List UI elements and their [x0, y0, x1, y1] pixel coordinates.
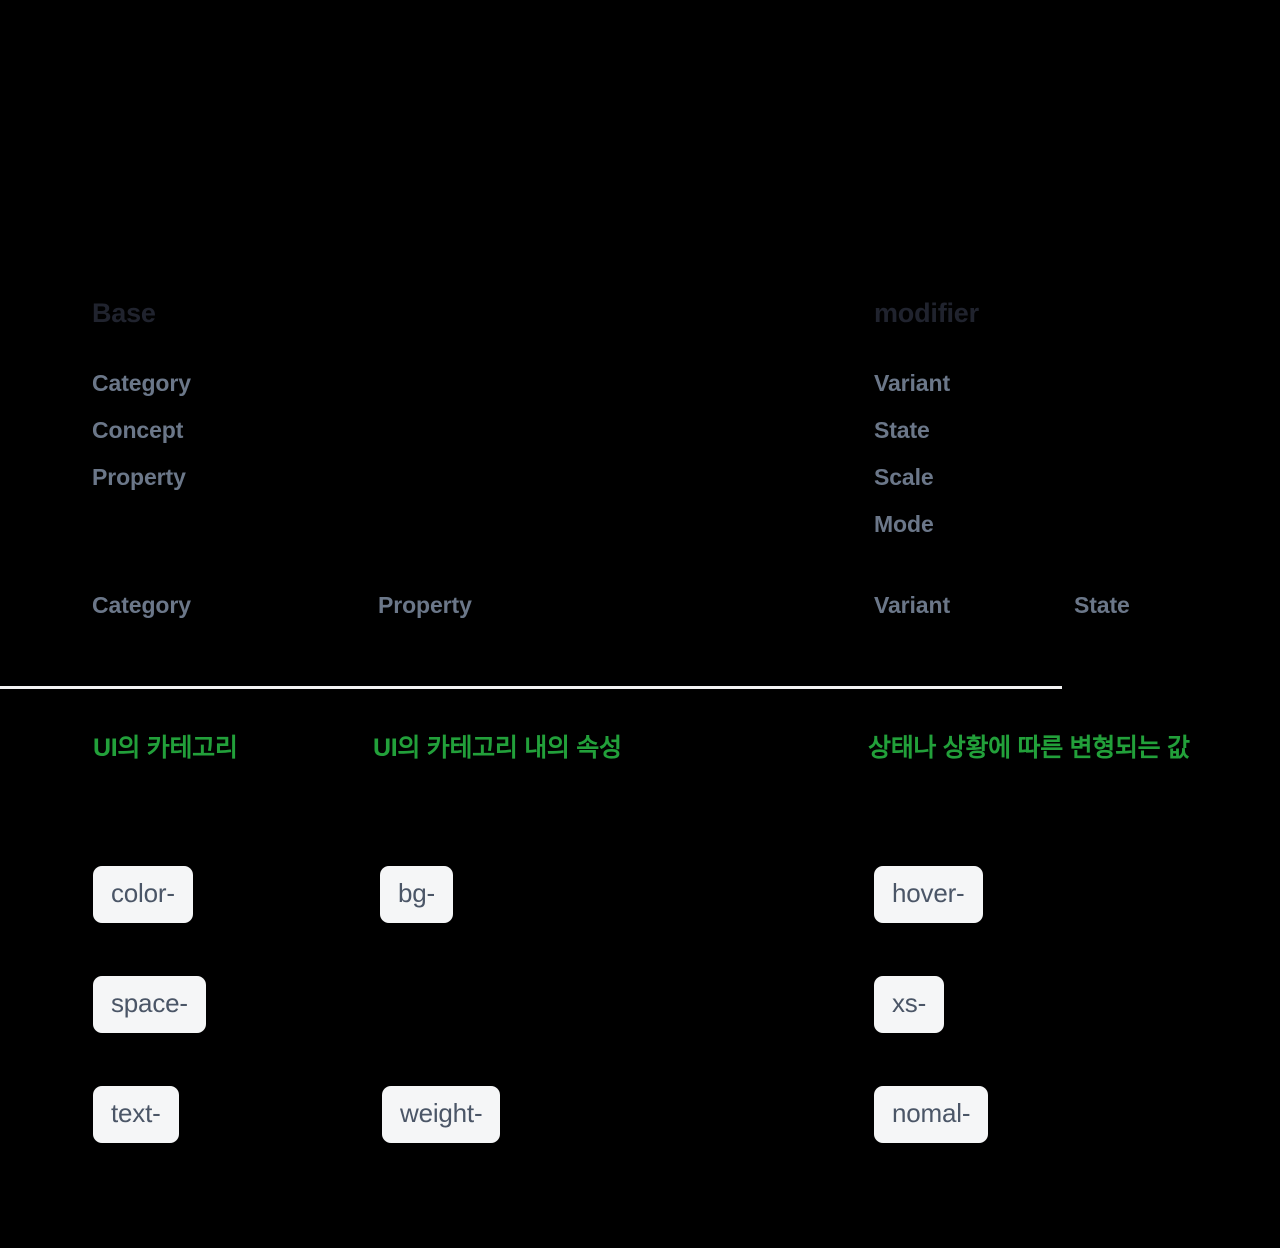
- caption-category: UI의 카테고리: [93, 734, 238, 762]
- column-header-category: Category: [92, 592, 191, 618]
- token-pill-weight[interactable]: weight-: [382, 1086, 501, 1143]
- token-pill-xs[interactable]: xs-: [874, 976, 945, 1033]
- base-term-category: Category: [92, 370, 191, 396]
- token-pill-space[interactable]: space-: [93, 976, 206, 1033]
- column-header-variant: Variant: [874, 592, 951, 618]
- column-header-state: State: [1074, 592, 1130, 618]
- base-term-concept: Concept: [92, 417, 184, 443]
- section-divider: [0, 686, 1062, 689]
- token-pill-text[interactable]: text-: [93, 1086, 179, 1143]
- base-term-property: Property: [92, 464, 186, 490]
- base-term-list: Category Concept Property: [92, 360, 191, 501]
- caption-variant: 상태나 상황에 따른 변형되는 값: [868, 734, 1190, 762]
- group-heading-base: Base: [92, 298, 156, 328]
- column-header-property: Property: [378, 592, 472, 618]
- modifier-term-variant: Variant: [874, 370, 951, 396]
- modifier-term-scale: Scale: [874, 464, 934, 490]
- token-pill-nomal[interactable]: nomal-: [874, 1086, 989, 1143]
- modifier-term-mode: Mode: [874, 511, 934, 537]
- modifier-term-list: Variant State Scale Mode: [874, 360, 950, 548]
- token-pill-color[interactable]: color-: [93, 866, 193, 923]
- modifier-term-state: State: [874, 417, 930, 443]
- token-pill-bg[interactable]: bg-: [380, 866, 453, 923]
- group-heading-modifier: modifier: [874, 298, 979, 328]
- token-pill-hover[interactable]: hover-: [874, 866, 983, 923]
- caption-property: UI의 카테고리 내의 속성: [373, 734, 622, 762]
